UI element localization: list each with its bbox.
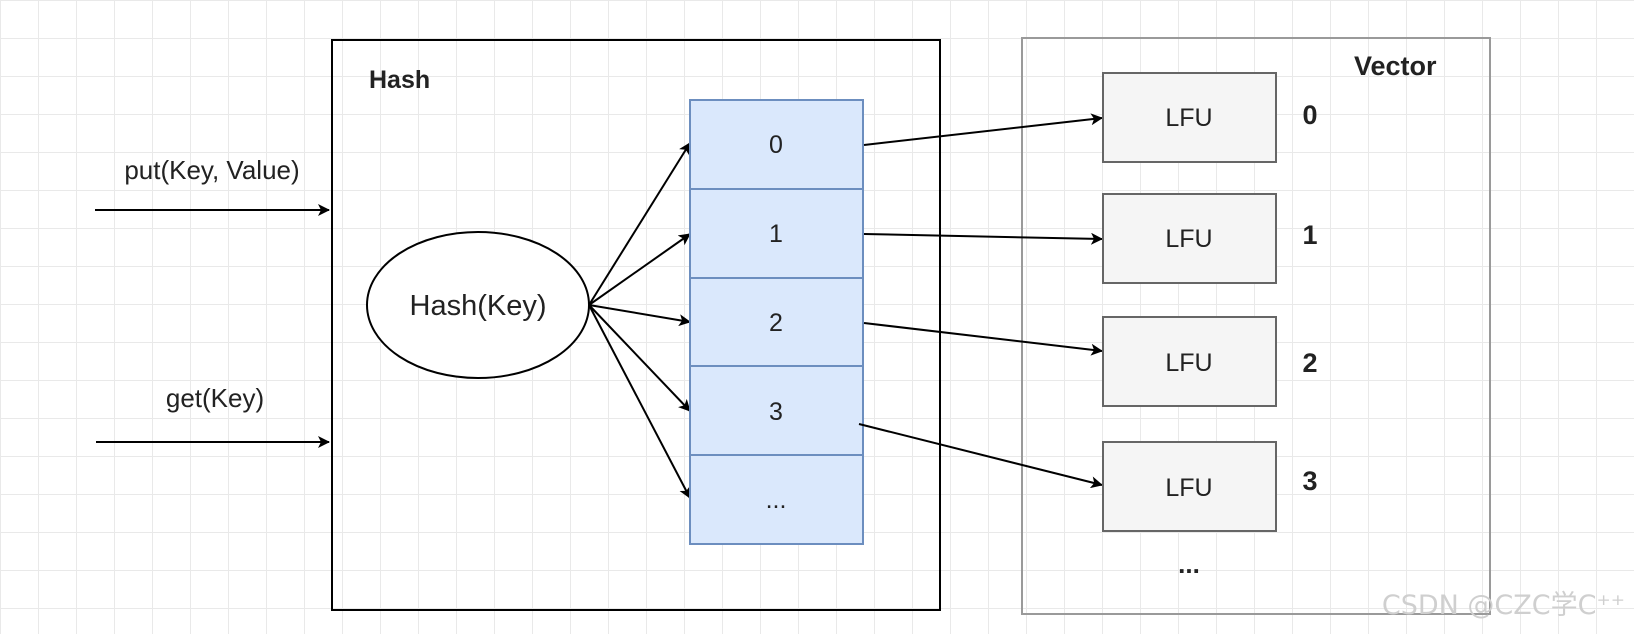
bucket-2: [689, 277, 864, 367]
hash-to-bucket-3-arrow: [588, 304, 691, 412]
vector-title: Vector: [1354, 51, 1437, 81]
lfu-box-3-label: LFU: [1165, 474, 1212, 502]
vector-index-3: 3: [1302, 466, 1317, 496]
bucket-0-label: 0: [769, 131, 783, 159]
bucket-0-to-lfu-0-arrow: [863, 113, 1103, 146]
bucket-0: [689, 99, 864, 190]
vector-more: ...: [1178, 549, 1200, 579]
vector-container: [1021, 37, 1491, 615]
put-label: put(Key, Value): [124, 155, 299, 185]
lfu-box-3: [1102, 441, 1277, 532]
lfu-box-0: [1102, 72, 1277, 163]
lfu-box-2: [1102, 316, 1277, 407]
hash-to-bucket-more-arrow: [588, 304, 691, 499]
hash-to-bucket-2-arrow: [588, 304, 691, 327]
get-label: get(Key): [166, 383, 264, 413]
lfu-box-0-label: LFU: [1165, 104, 1212, 132]
bucket-3: [689, 365, 864, 456]
bucket-3-to-lfu-3-arrow: [858, 423, 1103, 489]
bucket-more-label: ...: [766, 486, 787, 514]
vector-index-2: 2: [1302, 348, 1317, 378]
bucket-1: [689, 188, 864, 279]
bucket-2-label: 2: [769, 309, 783, 337]
bucket-1-to-lfu-1-arrow: [863, 232, 1103, 245]
hash-title: Hash: [369, 66, 430, 94]
vector-index-1: 1: [1302, 220, 1317, 250]
bucket-2-to-lfu-2-arrow: [863, 322, 1103, 356]
vector-index-0: 0: [1302, 100, 1317, 130]
bucket-1-label: 1: [769, 220, 783, 248]
bucket-3-label: 3: [769, 398, 783, 426]
lfu-box-2-label: LFU: [1165, 349, 1212, 377]
hash-to-bucket-1-arrow: [588, 233, 691, 306]
lfu-box-1: [1102, 193, 1277, 284]
watermark: CSDN @CZC学C⁺⁺: [1382, 590, 1625, 621]
hash-container: [331, 39, 941, 611]
hash-to-bucket-0-arrow: [588, 142, 691, 306]
bucket-more: [689, 454, 864, 545]
lfu-box-1-label: LFU: [1165, 225, 1212, 253]
hash-function-label: Hash(Key): [410, 290, 547, 322]
